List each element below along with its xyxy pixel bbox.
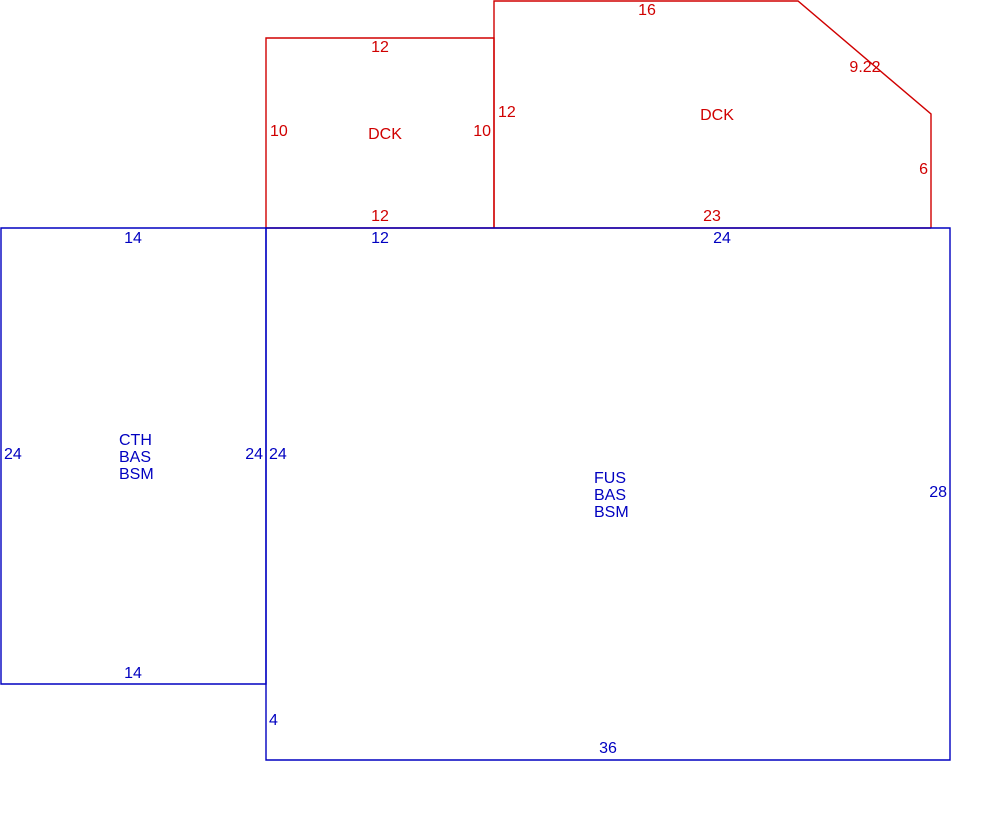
right-deck-angle-dim: 9.22 <box>849 59 880 76</box>
main-room-code-1: FUS <box>594 470 626 487</box>
main-room-top-left-dim: 12 <box>371 230 389 247</box>
main-room-code-2: BAS <box>594 487 626 504</box>
main-room-step-dim: 4 <box>269 712 278 729</box>
main-room-right-dim: 28 <box>929 484 947 501</box>
left-deck-bottom-dim: 12 <box>371 208 389 225</box>
right-deck-code: DCK <box>700 107 734 124</box>
right-deck-right-dim: 6 <box>919 161 928 178</box>
left-deck-left-dim: 10 <box>270 123 288 140</box>
left-deck-code: DCK <box>368 126 402 143</box>
right-deck-outline <box>493 0 932 228</box>
left-room-code-3: BSM <box>119 466 154 483</box>
right-deck-top-dim: 16 <box>638 2 656 19</box>
left-deck-right-dim: 10 <box>473 123 491 140</box>
left-room-top-dim: 14 <box>124 230 142 247</box>
left-room-bottom-dim: 14 <box>124 665 142 682</box>
left-room-right-dim: 24 <box>245 446 263 463</box>
main-room-code-3: BSM <box>594 504 629 521</box>
left-room-left-dim: 24 <box>4 446 22 463</box>
main-room-bottom-dim: 36 <box>599 740 617 757</box>
left-deck-top-dim: 12 <box>371 39 389 56</box>
left-room-code-1: CTH <box>119 432 152 449</box>
main-room-left-dim: 24 <box>269 446 287 463</box>
main-room-top-right-dim: 24 <box>713 230 731 247</box>
main-room-outline <box>265 227 951 761</box>
right-deck-bottom-dim: 23 <box>703 208 721 225</box>
right-deck-left-dim: 12 <box>498 104 516 121</box>
left-room-code-2: BAS <box>119 449 151 466</box>
